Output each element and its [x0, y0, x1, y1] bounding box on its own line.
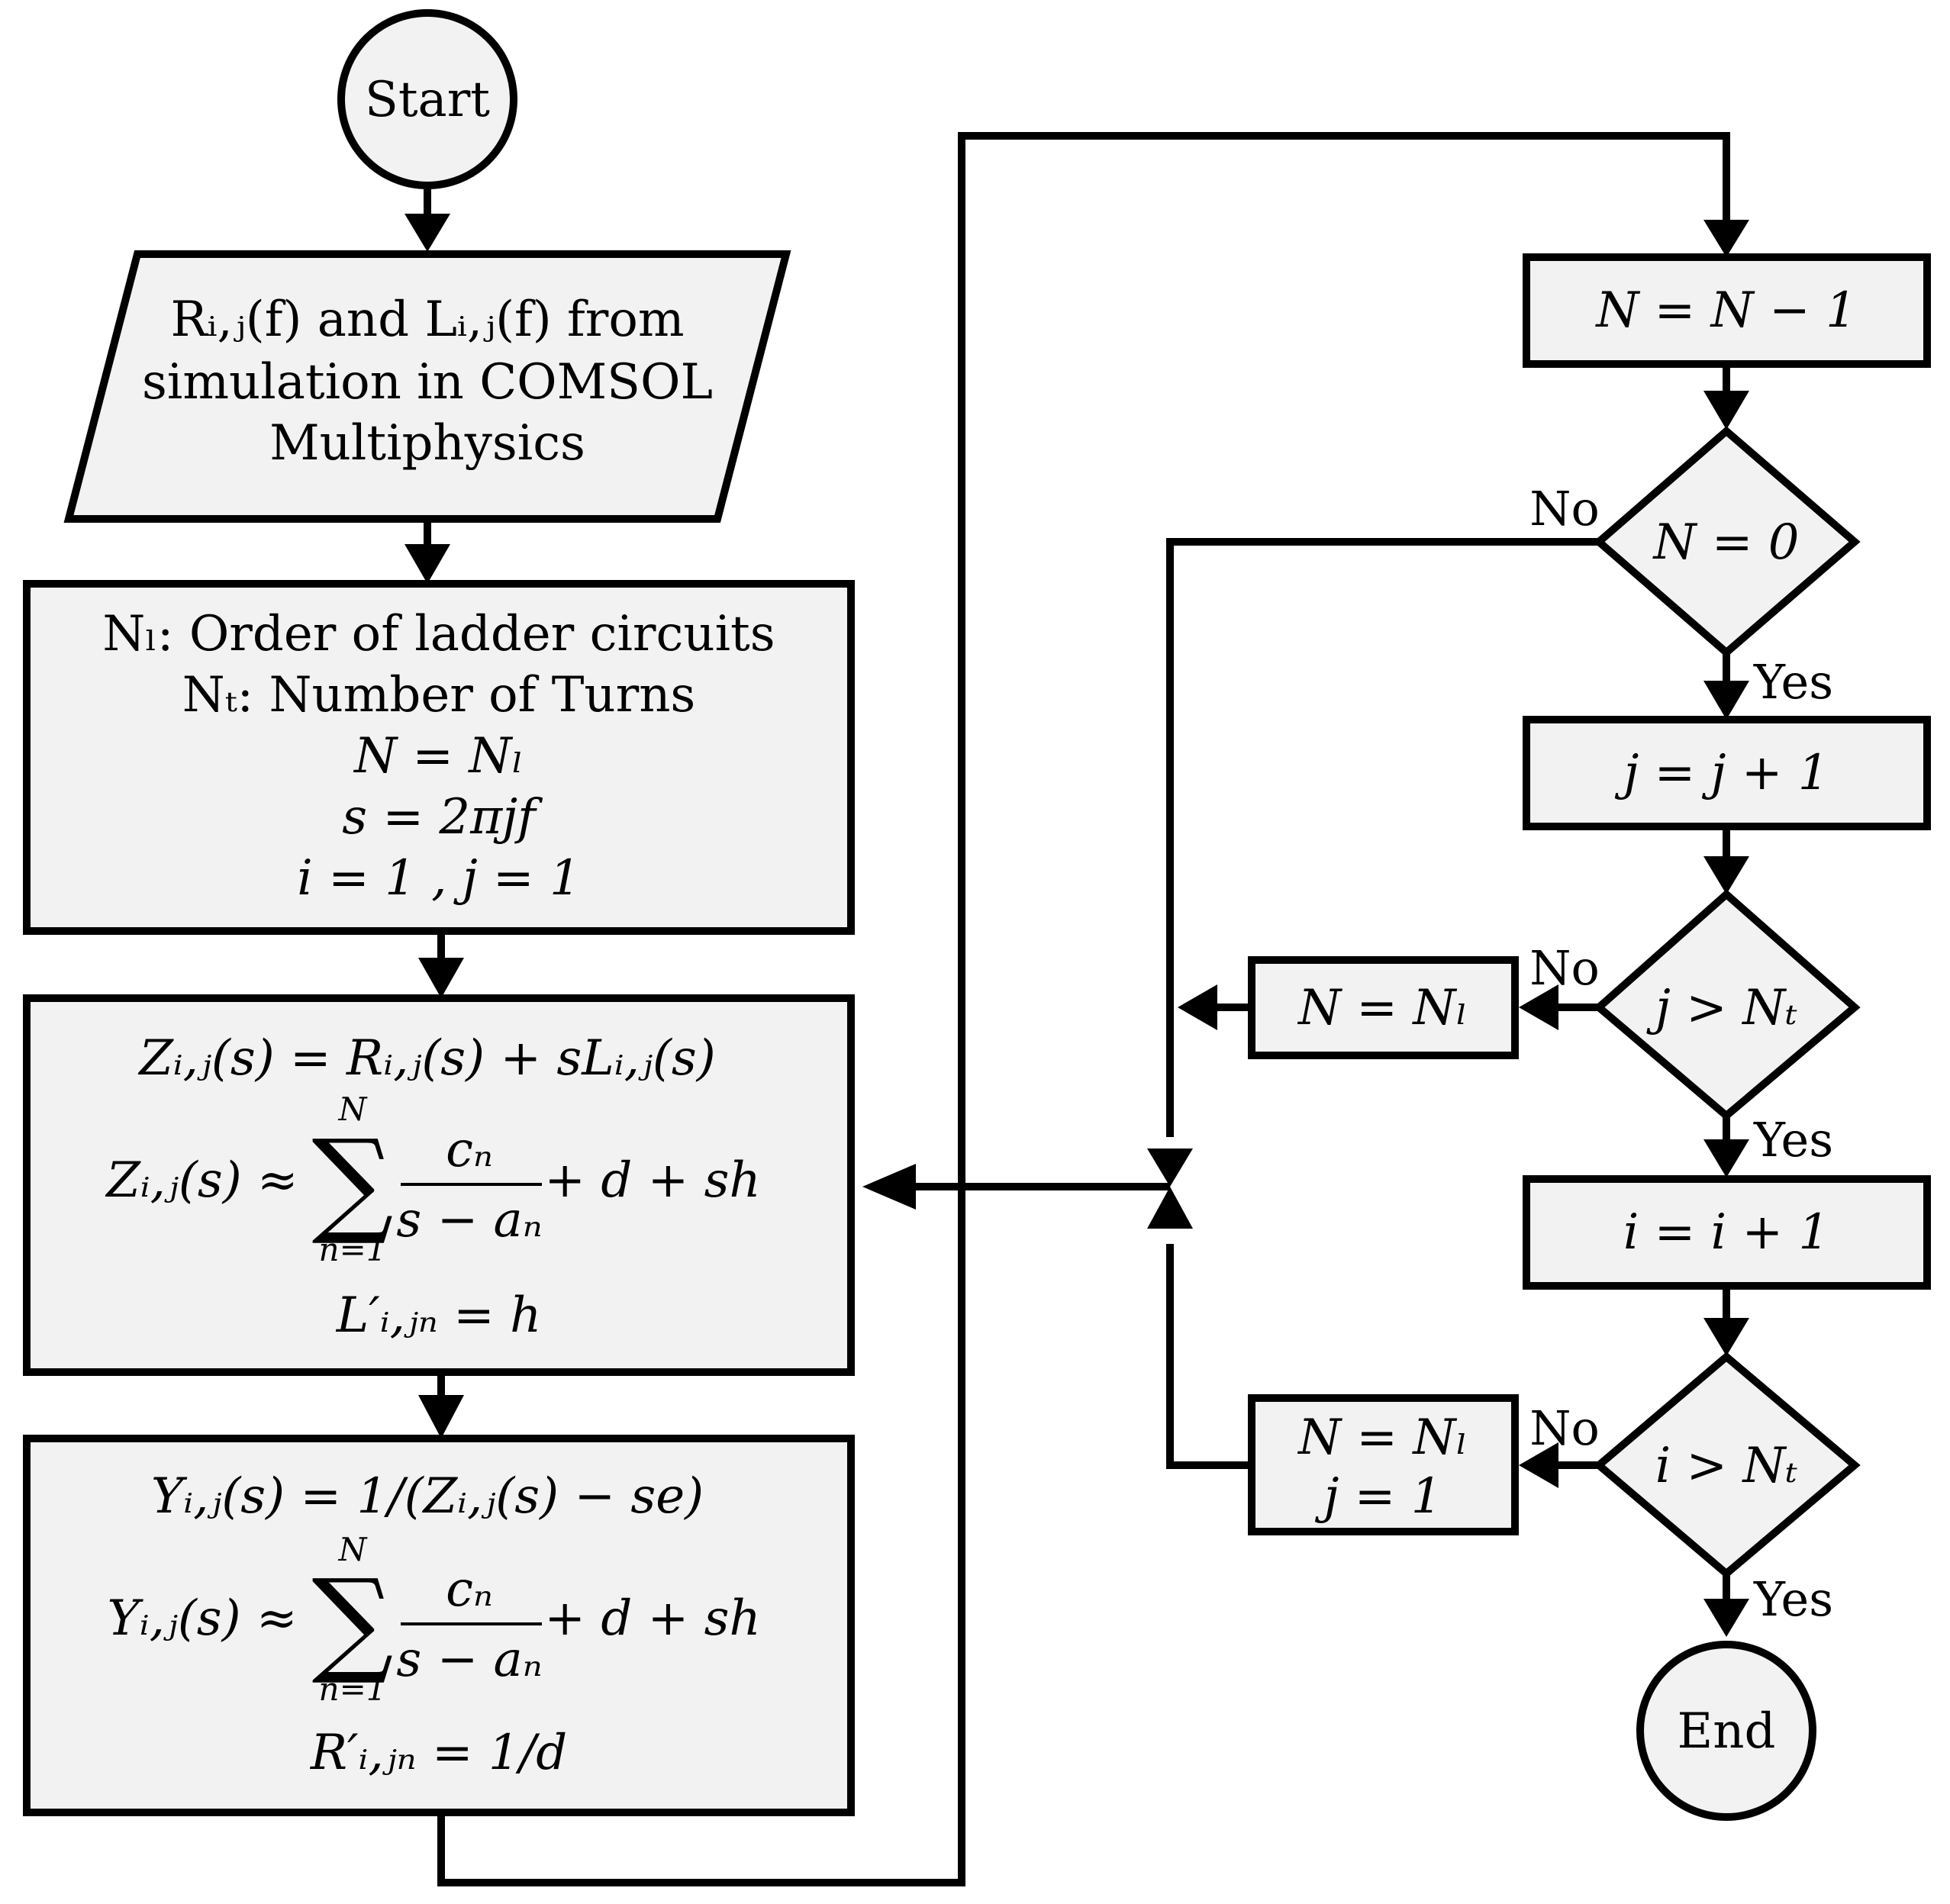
input-line-1: Rᵢ,ⱼ(f) and Lᵢ,ⱼ(f) from: [170, 292, 684, 348]
yfit-node: Yᵢ,ⱼ(s) = 1/(Zᵢ,ⱼ(s) − se) Yᵢ,ⱼ(s) ≈ N ∑…: [23, 1435, 855, 1816]
zfit-sum-lower: n=1: [319, 1231, 387, 1268]
start-node: Start: [337, 9, 517, 189]
reset-nj-node: N = Nₗ j = 1: [1248, 1394, 1519, 1535]
arrowhead-condi: [1703, 1318, 1749, 1356]
condition-j: j > Nₜ: [1593, 889, 1861, 1121]
condition-i: i > Nₜ: [1593, 1351, 1861, 1579]
zfit-numerator: cₙ: [446, 1122, 493, 1178]
condition-j-label: j > Nₜ: [1646, 980, 1797, 1036]
label-no-i: No: [1529, 1400, 1600, 1456]
edge-yfit-loop: [437, 132, 1730, 1886]
arrowhead-resetn: [1519, 984, 1558, 1030]
arrowhead-merge-down: [1147, 1149, 1193, 1187]
label-yes-j: Yes: [1753, 1112, 1833, 1168]
arrowhead-inci: [1703, 1139, 1749, 1178]
init-line-1: Nₗ: Order of ladder circuits: [102, 606, 775, 662]
label-no-j: No: [1529, 940, 1600, 996]
zfit-lhs: Zᵢ,ⱼ(s) ≈: [105, 1152, 298, 1209]
branch-labels: No Yes No Yes No Yes: [1529, 481, 1833, 1627]
start-label: Start: [365, 72, 490, 128]
zfit-line-1: Zᵢ,ⱼ(s) = Rᵢ,ⱼ(s) + sLᵢ,ⱼ(s): [137, 1030, 715, 1087]
yfit-sum-upper: N: [338, 1531, 368, 1568]
zfit-node: Zᵢ,ⱼ(s) = Rᵢ,ⱼ(s) + sLᵢ,ⱼ(s) Zᵢ,ⱼ(s) ≈ N…: [23, 994, 855, 1376]
input-node: Rᵢ,ⱼ(f) and Lᵢ,ⱼ(f) from simulation in C…: [63, 250, 791, 523]
zfit-tail: + d + sh: [544, 1152, 760, 1209]
edge-condn-no: [1166, 538, 1599, 1137]
decrement-n-node: N = N − 1: [1523, 253, 1931, 368]
end-label: End: [1678, 1703, 1776, 1760]
increment-i-node: i = i + 1: [1523, 1175, 1931, 1290]
increment-i-label: i = i + 1: [1623, 1204, 1829, 1261]
yfit-sum-symbol: ∑: [311, 1555, 393, 1688]
reset-n-label: N = Nₗ: [1297, 980, 1468, 1036]
arrowhead-condj: [1703, 856, 1749, 894]
arrowhead-input: [405, 214, 450, 252]
yfit-result: R′ᵢ,ⱼₙ = 1/d: [310, 1725, 567, 1781]
arrowhead-end: [1703, 1599, 1749, 1637]
arrowhead-merge-left: [1178, 984, 1217, 1030]
zfit-sum-upper: N: [338, 1091, 368, 1128]
label-yes-i: Yes: [1753, 1571, 1833, 1627]
input-line-3: Multiphysics: [269, 415, 585, 472]
decrement-n-label: N = N − 1: [1594, 282, 1856, 339]
label-yes-n: Yes: [1753, 654, 1833, 710]
increment-j-node: j = j + 1: [1523, 716, 1931, 830]
init-line-3: N = Nₗ: [353, 728, 524, 784]
zfit-denominator: s − aₙ: [396, 1192, 542, 1248]
yfit-numerator: cₙ: [446, 1561, 493, 1618]
edge-resetnj-merge: [1166, 1244, 1252, 1469]
arrowhead-init: [405, 544, 450, 584]
yfit-denominator: s − aₙ: [396, 1632, 542, 1688]
yfit-tail: + d + sh: [544, 1590, 760, 1647]
arrowhead-zfit-in: [862, 1164, 916, 1210]
init-line-2: Nₜ: Number of Turns: [182, 667, 696, 723]
arrowhead-yfit: [418, 1395, 464, 1438]
init-line-4: s = 2πjf: [342, 789, 543, 846]
arrowheads: [405, 214, 1749, 1637]
end-node: End: [1636, 1641, 1816, 1821]
init-node: Nₗ: Order of ladder circuits Nₜ: Number …: [23, 580, 855, 935]
condition-i-label: i > Nₜ: [1655, 1438, 1798, 1494]
yfit-line-1: Yᵢ,ⱼ(s) = 1/(Zᵢ,ⱼ(s) − se): [151, 1468, 704, 1525]
arrowhead-condn: [1703, 391, 1749, 430]
zfit-sum-symbol: ∑: [311, 1116, 393, 1248]
yfit-lhs: Yᵢ,ⱼ(s) ≈: [107, 1590, 297, 1647]
yfit-sum-lower: n=1: [319, 1670, 387, 1708]
increment-j-label: j = j + 1: [1614, 745, 1829, 801]
condition-n-zero-label: N = 0: [1652, 514, 1799, 571]
label-no-n: No: [1529, 481, 1600, 536]
condition-n-zero: N = 0: [1593, 426, 1861, 658]
arrowhead-resetnj: [1519, 1442, 1558, 1488]
arrowhead-incj: [1703, 681, 1749, 720]
reset-n-node: N = Nₗ: [1248, 956, 1519, 1059]
reset-nj-line-1: N = Nₗ: [1297, 1409, 1468, 1466]
arrowhead-zfit: [418, 958, 464, 998]
reset-nj-line-2: j = 1: [1315, 1468, 1442, 1525]
arrowhead-decn: [1703, 220, 1749, 257]
zfit-result: L′ᵢ,ⱼₙ = h: [336, 1287, 542, 1344]
init-line-5: i = 1 , j = 1: [297, 850, 580, 907]
input-line-2: simulation in COMSOL: [142, 354, 713, 411]
arrowhead-merge-up: [1147, 1187, 1193, 1229]
